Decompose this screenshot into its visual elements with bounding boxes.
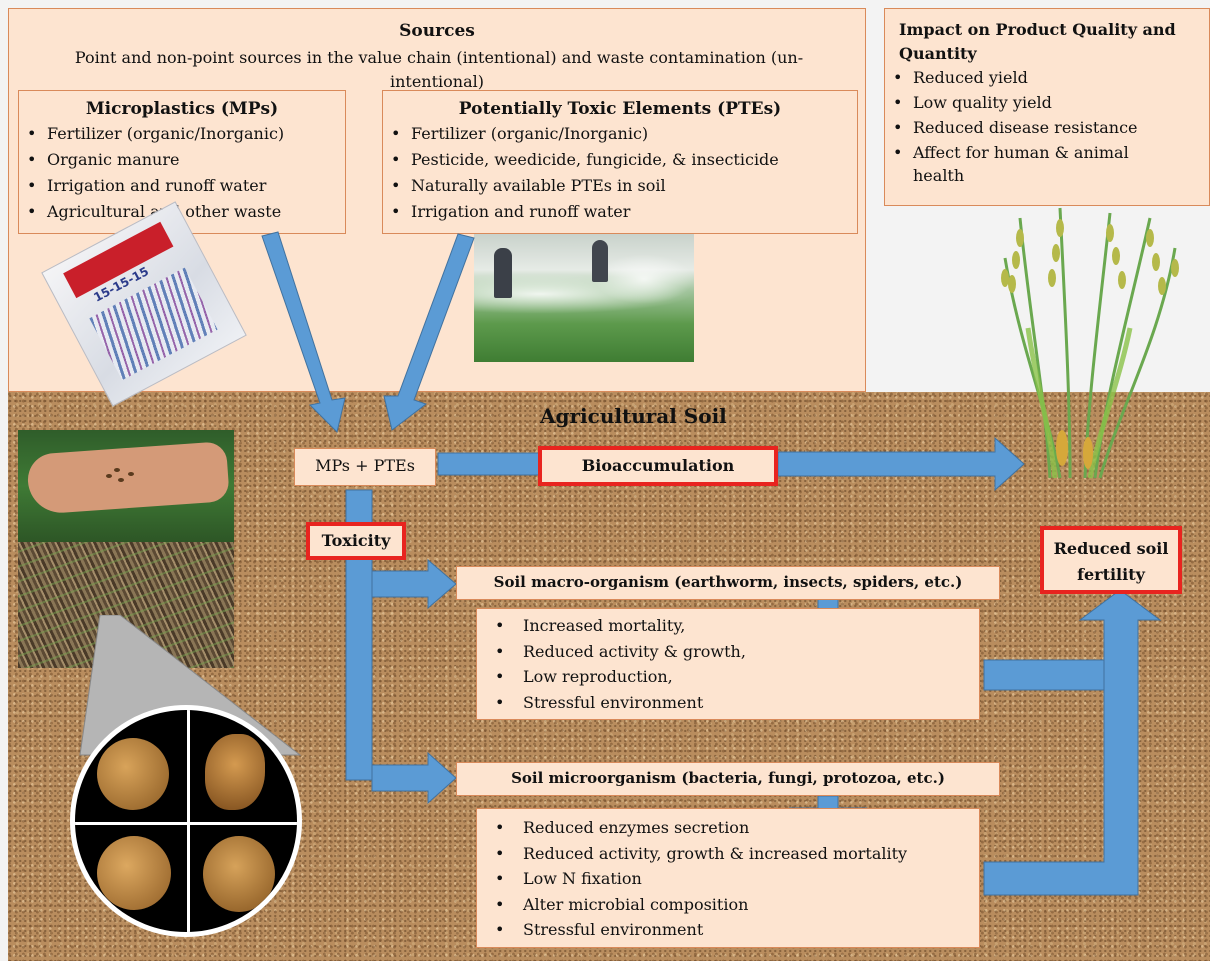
macro-effects-list: Increased mortality, Reduced activity & … [477, 613, 979, 715]
ptes-item: Fertilizer (organic/Inorganic) [383, 121, 857, 147]
ptes-item: Irrigation and runoff water [383, 199, 857, 225]
arrow-mps-to-soil [261, 231, 346, 433]
micro-effects-list: Reduced enzymes secretion Reduced activi… [477, 815, 979, 943]
impact-item: Affect for human & animal [885, 140, 1209, 165]
mps-ptes-node: MPs + PTEs [294, 448, 436, 486]
microplastics-item: Fertilizer (organic/Inorganic) [19, 121, 345, 147]
pesticide-spray-image [474, 234, 694, 362]
micro-effect-item: Reduced activity, growth & increased mor… [483, 841, 979, 867]
impact-item: Low quality yield [885, 90, 1209, 115]
reduced-fertility-line2: fertility [1077, 565, 1145, 584]
hand-seeds-image [18, 430, 234, 542]
macro-effect-item: Increased mortality, [483, 613, 979, 639]
micro-effect-item: Stressful environment [483, 917, 979, 943]
impact-title-line2: Quantity [899, 44, 977, 63]
microplastic-microscope-image [70, 705, 302, 937]
macro-title: Soil macro-organism (earthworm, insects,… [456, 566, 1000, 600]
macro-effect-item: Stressful environment [483, 690, 979, 716]
arrow-to-macro [371, 558, 457, 610]
ptes-box: Potentially Toxic Elements (PTEs) Fertil… [382, 90, 858, 234]
sources-title: Sources [399, 21, 475, 41]
impact-item: Reduced disease resistance [885, 115, 1209, 140]
soil-debris-image [18, 542, 234, 668]
reduced-fertility-node: Reduced soil fertility [1040, 526, 1182, 594]
ptes-item: Pesticide, weedicide, fungicide, & insec… [383, 147, 857, 173]
ptes-list: Fertilizer (organic/Inorganic) Pesticide… [383, 121, 857, 225]
ptes-item: Naturally available PTEs in soil [383, 173, 857, 199]
macro-effect-item: Low reproduction, [483, 664, 979, 690]
microplastics-item: Organic manure [19, 147, 345, 173]
sources-subtitle-line2: intentional) [389, 72, 484, 91]
microplastics-item: Irrigation and runoff water [19, 173, 345, 199]
micro-effect-item: Low N fixation [483, 866, 979, 892]
macro-effect-item: Reduced activity & growth, [483, 639, 979, 665]
arrow-micro-collector [983, 589, 1162, 896]
microplastics-box: Microplastics (MPs) Fertilizer (organic/… [18, 90, 346, 234]
impact-item-continued: health [913, 166, 965, 185]
arrow-macro-collector [983, 659, 1105, 691]
ptes-title: Potentially Toxic Elements (PTEs) [458, 99, 782, 119]
rice-plant-image [1001, 207, 1179, 479]
micro-effect-item: Alter microbial composition [483, 892, 979, 918]
impact-item: Reduced yield [885, 65, 1209, 90]
toxicity-node: Toxicity [306, 522, 406, 560]
arrow-bioaccumulation-to-plant [777, 436, 1025, 492]
arrow-ptes-to-soil [383, 233, 475, 431]
impact-title-line1: Impact on Product Quality and [899, 20, 1176, 39]
bioaccumulation-node: Bioaccumulation [538, 446, 778, 486]
micro-effect-item: Reduced enzymes secretion [483, 815, 979, 841]
macro-effects-box: Increased mortality, Reduced activity & … [476, 608, 980, 720]
microplastics-title: Microplastics (MPs) [85, 99, 279, 119]
soil-title: Agricultural Soil [540, 404, 727, 428]
arrow-to-bioaccumulation [437, 452, 541, 476]
reduced-fertility-line1: Reduced soil [1053, 539, 1169, 558]
impact-list: Reduced yield Low quality yield Reduced … [885, 65, 1209, 187]
impact-panel: Impact on Product Quality and Quantity R… [884, 8, 1210, 206]
sources-subtitle-line1: Point and non-point sources in the value… [74, 48, 804, 67]
arrow-to-micro [371, 751, 457, 805]
micro-title: Soil microorganism (bacteria, fungi, pro… [456, 762, 1000, 796]
micro-effects-box: Reduced enzymes secretion Reduced activi… [476, 808, 980, 948]
